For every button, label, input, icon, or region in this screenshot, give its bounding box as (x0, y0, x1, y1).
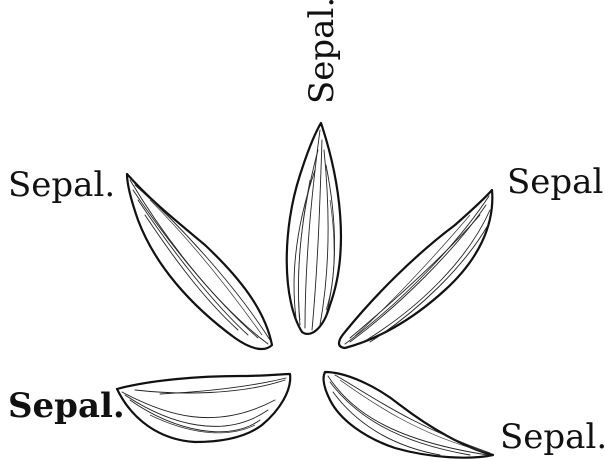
sepal-lower-right (324, 372, 493, 458)
sepal-lower-left (117, 374, 290, 442)
sepal-top (287, 123, 341, 334)
label-lower-left: Sepal. (8, 386, 125, 426)
label-lower-right: Sepal. (500, 417, 605, 457)
sepal-upper-right (339, 190, 492, 348)
label-top: Sepal. (302, 0, 342, 104)
label-upper-right: Sepal. (507, 162, 605, 202)
label-upper-left: Sepal. (8, 165, 115, 205)
sepal-upper-left (127, 174, 272, 349)
